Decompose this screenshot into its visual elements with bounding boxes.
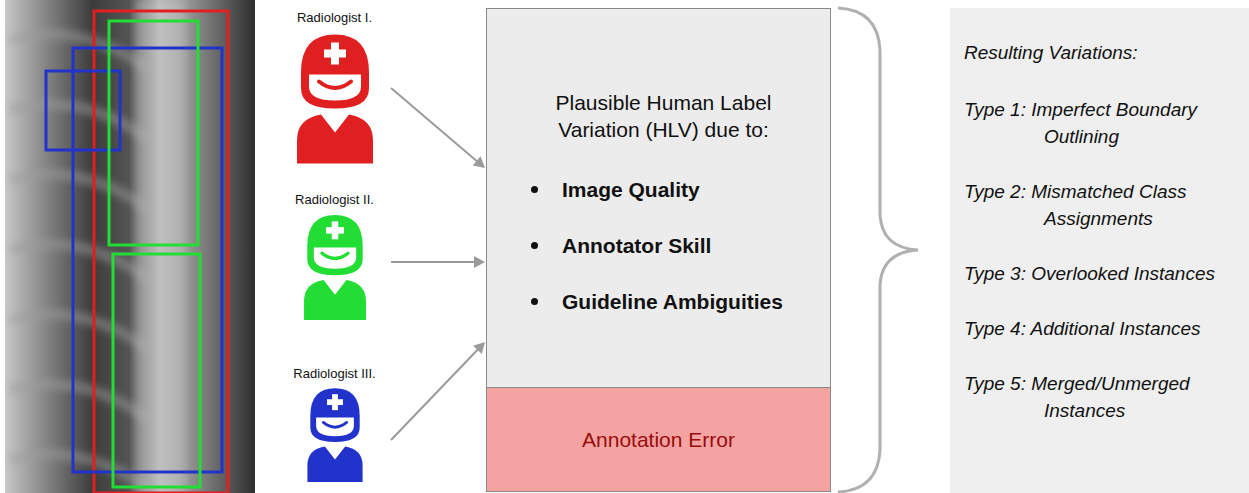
panel-heading: Resulting Variations: <box>964 40 1241 66</box>
icon-smile <box>321 253 347 258</box>
bullet-item: Guideline Ambiguities <box>527 287 800 316</box>
variation-type: Type 5: Merged/Unmerged Instances <box>964 370 1241 424</box>
icon-smile <box>319 82 351 89</box>
icon-body <box>297 115 373 164</box>
radiologist-label: Radiologist III. <box>282 364 387 384</box>
arrow-connector <box>391 261 476 263</box>
radiologist-label: Radiologist II. <box>282 190 387 210</box>
icon-smile <box>323 422 346 427</box>
chest-xray-illustration <box>0 0 260 493</box>
icon-cross <box>327 399 343 405</box>
radiologist-node: Radiologist III. <box>282 364 387 484</box>
arrow-connector <box>391 348 479 440</box>
icon-head <box>310 388 359 442</box>
bullet-dot <box>531 186 538 193</box>
results-panel: Resulting Variations: Type 1: Imperfect B… <box>950 8 1249 493</box>
variation-type: Type 3: Overlooked Instances <box>964 260 1241 287</box>
radiologist-label: Radiologist I. <box>282 8 387 28</box>
rib-shadows <box>10 34 150 490</box>
radiologist-node: Radiologist II. <box>282 190 387 322</box>
icon-face <box>309 75 361 101</box>
error-box: Annotation Error <box>486 388 831 492</box>
variation-type: Type 1: Imperfect Boundary Outlining <box>964 96 1241 150</box>
icon-face <box>313 247 355 268</box>
icon-body <box>307 446 362 482</box>
radiologist-icon <box>285 210 385 320</box>
brace-path <box>838 8 918 492</box>
icon-face <box>316 417 354 436</box>
bullet-text: Annotator Skill <box>562 231 711 260</box>
annotation-boxes <box>46 11 228 493</box>
bullet-item: Image Quality <box>527 175 800 204</box>
radiologist-icon <box>285 28 385 164</box>
bullet-text: Image Quality <box>562 175 700 204</box>
bullet-dot <box>531 298 538 305</box>
icon-body <box>304 280 366 320</box>
icon-cross <box>326 227 344 234</box>
box-heading: Plausible Human Label Variation (HLV) du… <box>527 89 800 143</box>
radiologist-node: Radiologist I. <box>282 8 387 166</box>
arrow-head <box>473 342 485 354</box>
icon-cross <box>324 50 346 58</box>
icon-head <box>307 215 362 275</box>
icon-head <box>301 35 369 109</box>
bullet-text: Guideline Ambiguities <box>562 287 783 316</box>
arrow-connector <box>391 88 478 162</box>
variation-type: Type 4: Additional Instances <box>964 315 1241 342</box>
xray-image <box>5 0 255 493</box>
arrow-head <box>473 156 485 168</box>
arrow-head <box>474 256 485 268</box>
error-label: Annotation Error <box>582 428 735 452</box>
bullet-item: Annotator Skill <box>527 231 800 260</box>
radiologist-icon <box>285 384 385 482</box>
bullet-dot <box>531 242 538 249</box>
variation-box: Plausible Human Label Variation (HLV) du… <box>486 8 831 388</box>
variation-type: Type 2: Mismatched Class Assignments <box>964 178 1241 232</box>
